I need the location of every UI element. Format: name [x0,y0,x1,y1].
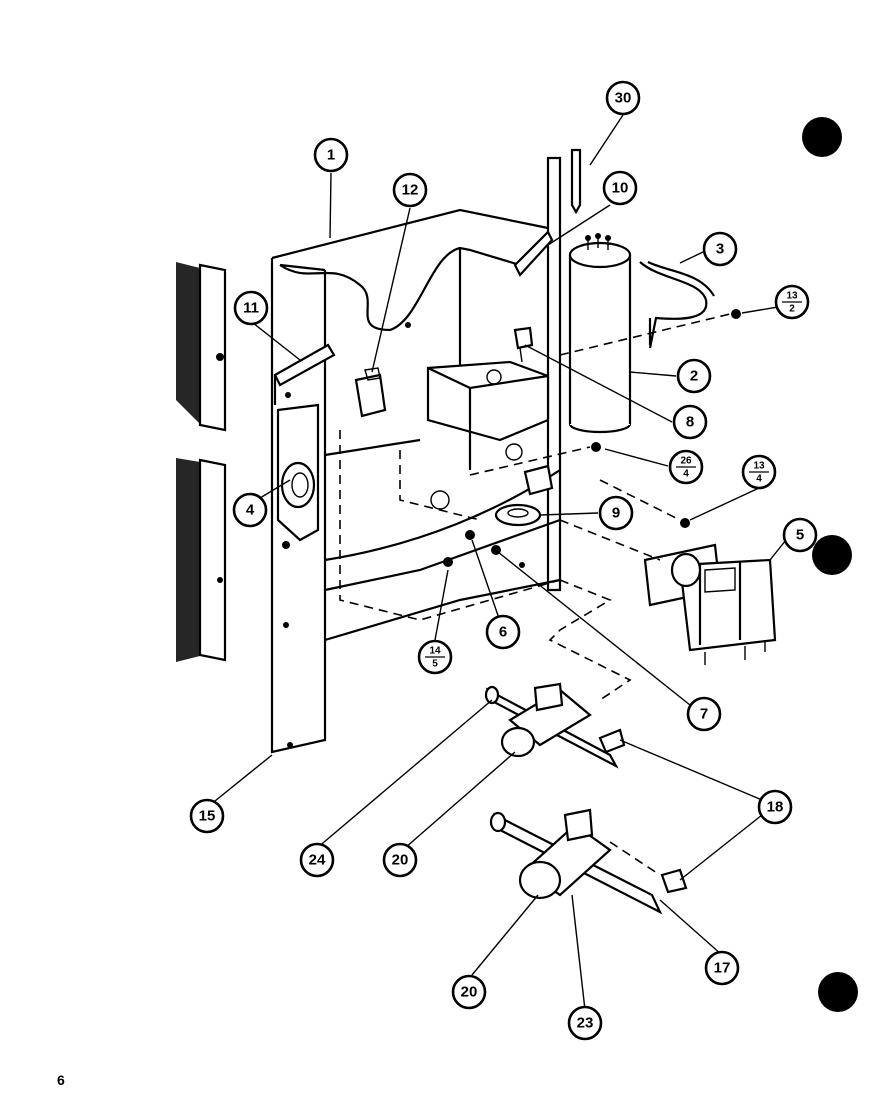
screw-26-4 [469,442,601,476]
callout-8: 8 [672,404,708,440]
callout-30: 30 [605,80,641,116]
svg-text:20: 20 [392,852,409,869]
callout-20-upper: 20 [382,842,418,878]
svg-text:10: 10 [612,180,629,197]
part-10-clip [513,230,554,277]
svg-text:9: 9 [612,505,620,522]
left-wall-strips [176,262,227,662]
svg-text:5: 5 [796,527,804,544]
svg-text:8: 8 [686,414,694,431]
part-11-bracket [273,343,336,405]
callout-17: 17 [704,950,740,986]
callout-3: 3 [702,231,738,267]
screw-13-4 [599,479,690,528]
svg-text:1: 1 [327,147,335,164]
svg-text:3: 3 [716,241,724,258]
part-8-plug [513,326,534,363]
callout-13-2: 132 [774,284,810,320]
control-box [216,156,632,754]
callout-11: 11 [233,290,269,326]
valve-assembly-upper [484,682,626,769]
part-12-relay [354,367,387,418]
svg-text:2: 2 [789,304,795,315]
svg-text:26: 26 [680,456,692,467]
svg-text:30: 30 [615,90,632,107]
registration-marks [802,117,858,1012]
svg-text:13: 13 [786,291,798,302]
svg-text:6: 6 [499,624,507,641]
callout-20-lower: 20 [451,974,487,1010]
callout-10: 10 [602,170,638,206]
callout-7: 7 [686,696,722,732]
svg-text:4: 4 [756,474,762,485]
callout-9: 9 [598,495,634,531]
svg-text:4: 4 [683,469,689,480]
callout-14-5: 145 [417,639,453,675]
callout-5: 5 [782,517,818,553]
part-9-bushing [494,503,542,527]
svg-text:20: 20 [461,984,478,1001]
svg-text:5: 5 [432,659,438,670]
svg-text:14: 14 [429,646,441,657]
svg-text:23: 23 [577,1015,594,1032]
svg-text:12: 12 [402,182,419,199]
svg-text:2: 2 [690,368,698,385]
callout-2: 2 [676,358,712,394]
svg-text:13: 13 [753,461,765,472]
callout-15: 15 [189,798,225,834]
page-number: 6 [57,1072,65,1088]
svg-text:4: 4 [246,502,255,519]
callout-23: 23 [567,1005,603,1041]
callout-1: 1 [313,137,349,173]
svg-text:15: 15 [199,808,216,825]
callout-6: 6 [485,614,521,650]
leader-lines [209,114,791,1011]
screw-13-2 [559,309,741,356]
svg-text:24: 24 [309,852,326,869]
valve-assembly-lower [489,808,688,915]
terminal-block [523,464,554,496]
callout-18: 18 [757,789,793,825]
part-5-contactor [559,519,777,665]
svg-text:11: 11 [243,300,259,317]
callout-13-4: 134 [741,454,777,490]
part-2-capacitor [568,233,632,434]
callout-12: 12 [392,172,428,208]
nuts-6-7 [443,530,501,567]
part-30-strap [570,148,582,215]
part-3-strap [639,261,715,349]
svg-text:17: 17 [714,960,731,977]
callout-26-4: 264 [668,449,704,485]
callout-4: 4 [232,492,268,528]
svg-text:7: 7 [700,706,708,723]
callout-24: 24 [299,842,335,878]
svg-text:18: 18 [767,799,784,816]
